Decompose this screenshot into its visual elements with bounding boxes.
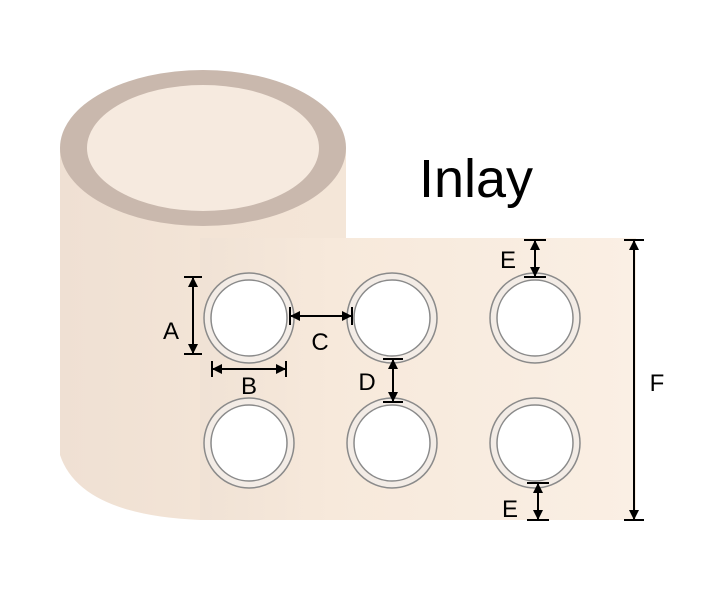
dimension-a [184,276,202,355]
label-e-bottom: E [502,496,518,523]
diagram-title: Inlay [419,149,533,209]
hole [203,272,295,364]
label-c: C [311,329,328,356]
dimension-f [624,239,644,521]
dimension-c [289,307,353,325]
label-f: F [650,370,665,397]
label-e-top: E [500,247,516,274]
holes [203,272,581,489]
dimension-e-top [524,239,546,278]
label-a: A [163,318,179,345]
hole [346,272,438,364]
dimension-e-bottom [527,482,549,521]
hole [203,397,295,489]
hole [346,397,438,489]
dimension-b [211,361,287,377]
label-b: B [241,373,257,400]
dimension-d [383,358,403,403]
hole [489,272,581,364]
label-d: D [358,369,375,396]
hole [489,397,581,489]
roll-core [87,85,319,211]
